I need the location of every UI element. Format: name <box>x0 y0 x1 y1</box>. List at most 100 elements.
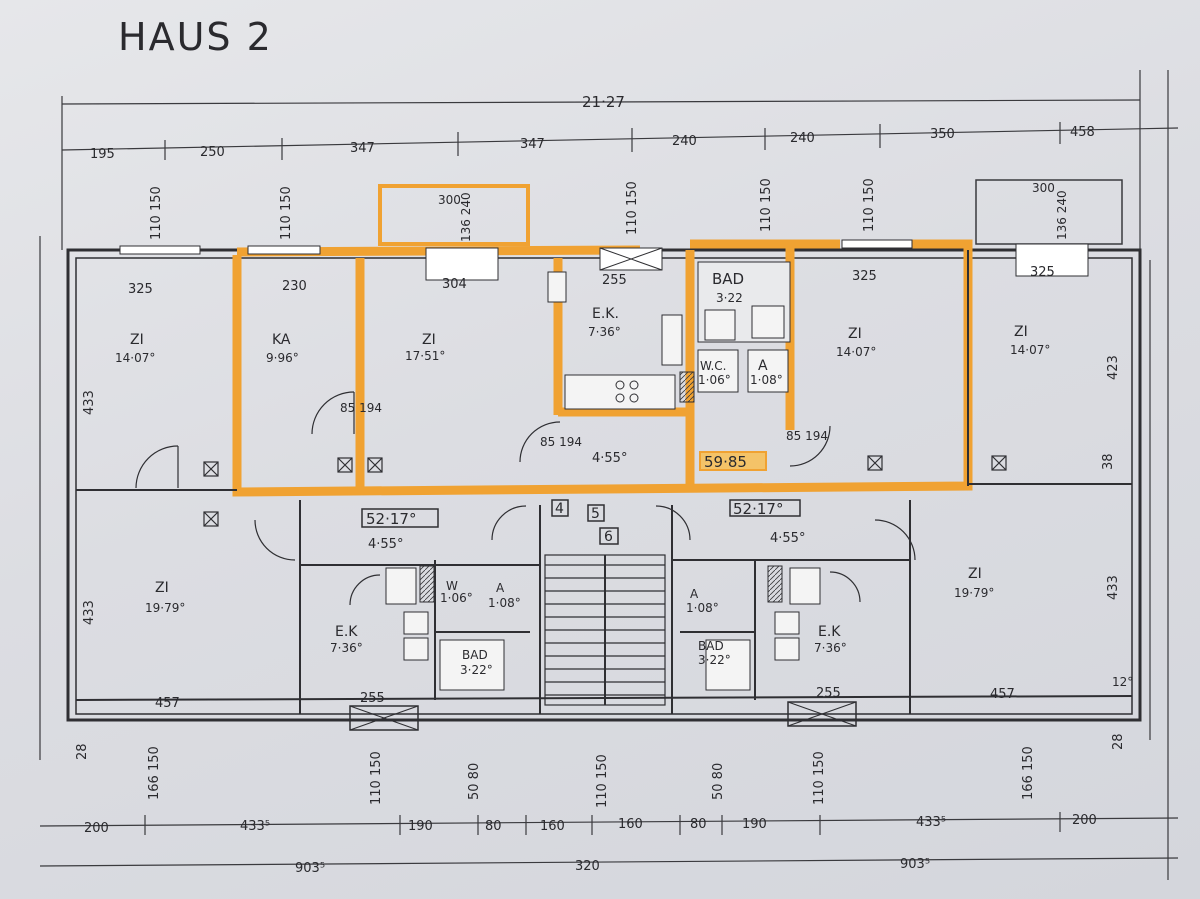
bottom-dimension-lines <box>39 812 1179 867</box>
svg-text:ZI: ZI <box>968 566 982 582</box>
window-lower-right <box>787 701 857 727</box>
svg-text:136 240: 136 240 <box>459 192 473 242</box>
svg-text:ZI: ZI <box>848 326 862 342</box>
svg-text:A: A <box>758 358 768 374</box>
svg-text:80: 80 <box>690 817 707 832</box>
svg-text:1·08°: 1·08° <box>750 373 783 387</box>
lower-left-labels: 52·17° 4·55° ZI 19·79° 457 E.K 7·36° 255… <box>145 508 521 711</box>
svg-text:110 150: 110 150 <box>812 751 827 805</box>
svg-text:50 80: 50 80 <box>711 763 726 800</box>
balcony-right: 300 136 240 <box>975 179 1123 245</box>
svg-text:7·36°: 7·36° <box>814 641 847 655</box>
svg-text:W: W <box>446 579 458 593</box>
svg-text:38: 38 <box>1101 453 1116 470</box>
svg-text:4·55°: 4·55° <box>770 531 805 546</box>
svg-text:6: 6 <box>604 529 613 545</box>
upper-apartment-area: 59·85 <box>704 453 747 471</box>
svg-text:85 194: 85 194 <box>786 429 828 443</box>
svg-text:457: 457 <box>155 696 180 711</box>
svg-text:1·08°: 1·08° <box>488 596 521 610</box>
window-label-3: 110 150 <box>625 181 640 235</box>
balcony-left: 300 136 240 <box>378 184 530 246</box>
svg-text:50 80: 50 80 <box>467 763 482 800</box>
top-segment-dims: 195 250 347 347 240 240 350 458 <box>90 125 1095 162</box>
svg-text:300: 300 <box>1032 181 1055 195</box>
svg-text:BAD: BAD <box>698 639 724 653</box>
top-dim-458: 458 <box>1070 125 1095 140</box>
upper-apartment-area-box <box>699 451 767 471</box>
svg-text:ZI: ZI <box>1014 324 1028 340</box>
top-window-labels: 110 150 110 150 110 150 110 150 110 150 <box>149 178 877 240</box>
svg-text:19·79°: 19·79° <box>954 586 994 600</box>
svg-text:433⁵: 433⁵ <box>916 815 946 830</box>
svg-text:230: 230 <box>282 279 307 294</box>
svg-text:190: 190 <box>742 817 767 832</box>
window-label-5: 110 150 <box>862 178 877 232</box>
svg-text:325: 325 <box>1030 265 1055 280</box>
top-dim-347a: 347 <box>350 141 375 156</box>
svg-text:9·96°: 9·96° <box>266 351 299 365</box>
window-crosses <box>349 247 857 731</box>
svg-text:457: 457 <box>990 687 1015 702</box>
svg-text:1·08°: 1·08° <box>686 601 719 615</box>
svg-text:28: 28 <box>75 743 90 760</box>
window-label-4: 110 150 <box>759 178 774 232</box>
window-lower-left <box>349 705 419 731</box>
svg-text:325: 325 <box>852 269 877 284</box>
drawing-title: HAUS 2 <box>118 15 273 59</box>
svg-text:200: 200 <box>1072 813 1097 828</box>
svg-text:14·07°: 14·07° <box>1010 343 1050 357</box>
svg-text:ZI: ZI <box>155 580 169 596</box>
svg-text:W.C.: W.C. <box>700 359 727 373</box>
bottom-opening-labels: 166 150 110 150 50 80 110 150 50 80 110 … <box>147 746 1036 808</box>
top-dim-347b: 347 <box>520 137 545 152</box>
door-swings <box>135 391 916 606</box>
stair-labels: 4 5 6 <box>551 499 619 545</box>
svg-text:ZI: ZI <box>422 332 436 348</box>
svg-text:KA: KA <box>272 332 291 348</box>
svg-text:52·17°: 52·17° <box>733 500 783 518</box>
svg-text:325: 325 <box>128 282 153 297</box>
svg-text:320: 320 <box>575 859 600 874</box>
top-dim-250: 250 <box>200 145 225 160</box>
svg-text:300: 300 <box>438 193 461 207</box>
svg-text:4·55°: 4·55° <box>592 451 627 466</box>
svg-text:7·36°: 7·36° <box>330 641 363 655</box>
svg-text:304: 304 <box>442 277 467 292</box>
svg-text:14·07°: 14·07° <box>836 345 876 359</box>
svg-text:BAD: BAD <box>462 648 488 662</box>
svg-text:5: 5 <box>591 506 600 522</box>
svg-text:E.K: E.K <box>818 624 841 640</box>
svg-text:255: 255 <box>360 691 385 706</box>
svg-text:255: 255 <box>602 273 627 288</box>
vent-boxes <box>203 455 1007 527</box>
svg-text:A: A <box>496 581 505 595</box>
top-dim-195: 195 <box>90 147 115 162</box>
top-dim-240a: 240 <box>672 134 697 149</box>
svg-text:1·06°: 1·06° <box>698 373 731 387</box>
svg-text:166 150: 166 150 <box>1021 746 1036 800</box>
svg-text:28: 28 <box>1111 733 1126 750</box>
svg-text:136 240: 136 240 <box>1055 190 1069 240</box>
svg-text:4·55°: 4·55° <box>368 537 403 552</box>
upper-bath-fixtures <box>697 261 791 393</box>
svg-text:14·07°: 14·07° <box>115 351 155 365</box>
svg-text:1·06°: 1·06° <box>440 591 473 605</box>
svg-text:433: 433 <box>82 600 97 625</box>
stairwell <box>544 554 666 706</box>
svg-text:12°: 12° <box>1112 675 1133 689</box>
svg-text:110 150: 110 150 <box>369 751 384 805</box>
svg-text:85 194: 85 194 <box>340 401 382 415</box>
top-dimension-lines <box>61 70 1179 250</box>
upper-kitchen-fixtures <box>547 271 683 410</box>
svg-text:17·51°: 17·51° <box>405 349 445 363</box>
svg-text:166 150: 166 150 <box>147 746 162 800</box>
bottom-dims: 200 433⁵ 190 80 160 160 80 190 433⁵ 200 … <box>84 813 1097 876</box>
overall-width-dimension: 21·27 <box>582 93 625 111</box>
svg-text:7·36°: 7·36° <box>588 325 621 339</box>
svg-text:903⁵: 903⁵ <box>295 861 325 876</box>
svg-text:BAD: BAD <box>712 270 744 288</box>
svg-text:80: 80 <box>485 819 502 834</box>
